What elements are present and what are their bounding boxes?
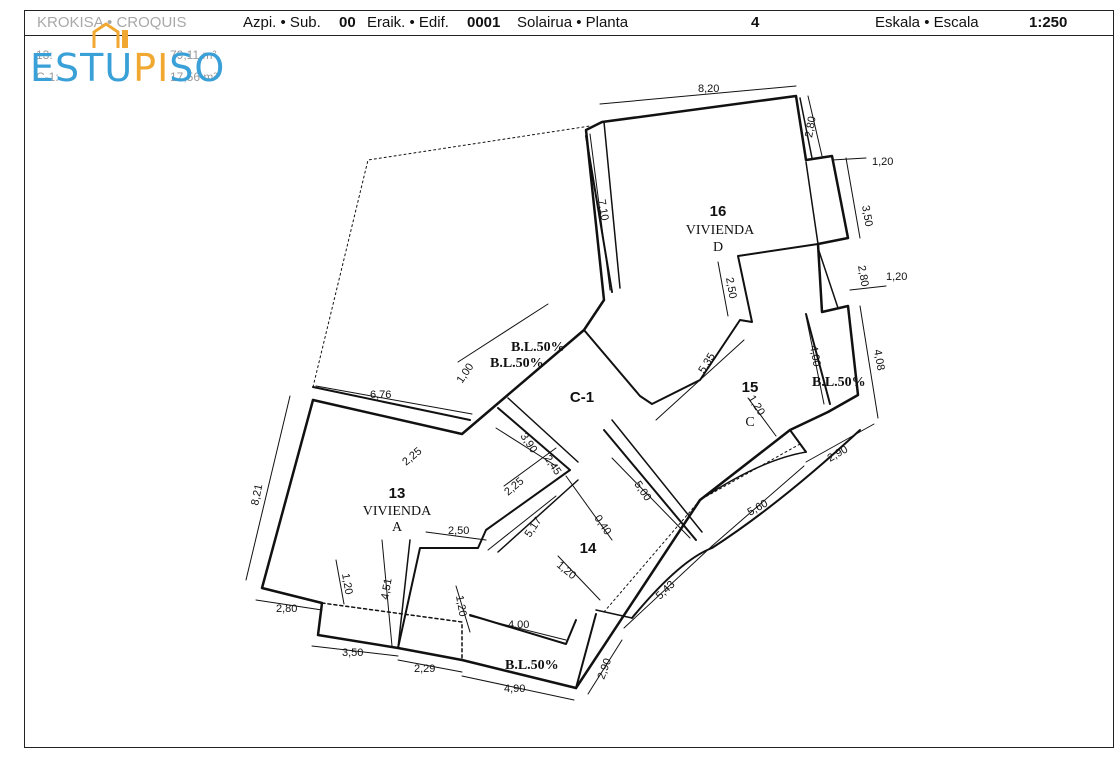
dimension-value-20: 8,21	[249, 483, 265, 506]
curved-facade	[631, 429, 861, 619]
unit-13-number: 13	[389, 485, 406, 502]
dimension-value-34: 4,90	[504, 683, 525, 695]
dimension-value-18: 5,00	[632, 479, 654, 503]
dimension-value-22: 5,17	[523, 515, 545, 539]
dimension-value-6: 1,20	[886, 271, 907, 283]
unit-15-number: 15	[742, 379, 759, 396]
dimension-value-29: 5,43	[654, 579, 678, 603]
wall-c1-west	[497, 407, 571, 471]
unit-15-letter: C	[745, 415, 754, 430]
unit-16-letter: D	[713, 240, 723, 255]
dimension-value-23: 0,40	[592, 513, 614, 537]
unit-14-number: 14	[580, 540, 597, 557]
unit-13-use: VIVIENDA	[363, 504, 432, 519]
balcony-label-3: B.L.50%	[812, 375, 866, 390]
summary-row-c1: C-1: 17,56 m²	[36, 70, 218, 84]
dimension-value-31: 4,00	[508, 619, 529, 631]
scale-label: Eskala • Escala	[875, 14, 979, 31]
scale-value: 1:250	[1029, 14, 1068, 31]
dimension-value-19: 2,90	[826, 443, 851, 464]
dimension-value-10: 5,35	[696, 351, 718, 376]
dimension-value-2: 1,20	[872, 156, 893, 168]
dimension-value-12: 1,00	[455, 361, 477, 385]
dimension-value-17: 2,25	[502, 475, 526, 498]
dimension-value-5: 2,80	[855, 264, 871, 287]
unit-13-letter: A	[392, 520, 403, 535]
dimension-value-27: 1,20	[339, 572, 355, 595]
balcony-label-2: B.L.50%	[490, 356, 544, 371]
floor-value: 4	[751, 14, 760, 31]
dimension-value-9: 4,00	[807, 344, 823, 367]
dimension-value-1: 2,80	[803, 115, 819, 138]
dimension-value-14: 2,25	[400, 445, 424, 468]
unit-16-use: VIVIENDA	[686, 223, 755, 238]
drawing-sheet: KROKISA • CROQUIS Azpi. • Sub. 00 Eraik.…	[24, 10, 1114, 748]
dimension-value-4: 7,10	[595, 198, 611, 221]
outer-wall-south-west	[260, 398, 578, 690]
dimension-value-8: 4,08	[871, 348, 887, 371]
balcony-label-4: B.L.50%	[505, 658, 559, 673]
unit-16-number: 16	[710, 203, 727, 220]
wall-unit13-north	[312, 386, 471, 421]
sub-value: 00	[339, 14, 356, 31]
dimension-value-28: 1,20	[453, 594, 469, 617]
title-block: KROKISA • CROQUIS Azpi. • Sub. 00 Eraik.…	[25, 11, 1113, 36]
wall-unit14-balcony	[469, 614, 577, 645]
dimension-value-13: 6,76	[370, 389, 391, 401]
dimension-value-7: 2,50	[723, 276, 739, 299]
watermark-logo: ESTUPISO	[30, 46, 226, 90]
dimension-lines	[245, 85, 887, 701]
building-label: Eraik. • Edif.	[367, 14, 449, 31]
dimension-value-35: 2,90	[596, 657, 615, 681]
dimension-value-30: 2,80	[276, 603, 297, 615]
outer-wall-north-east	[311, 94, 860, 690]
dimension-value-32: 3,50	[342, 647, 363, 659]
wall-unit13-unit14	[397, 469, 571, 649]
dimension-value-25: 1,20	[554, 559, 578, 582]
unit-c1-number: C-1	[570, 389, 594, 406]
dimension-value-16: 2,45	[542, 453, 564, 477]
dimension-value-0: 8,20	[698, 83, 719, 95]
wall-unit14-north	[603, 429, 697, 541]
dimension-value-33: 2,29	[414, 663, 435, 675]
floor-label: Solairua • Planta	[517, 14, 629, 31]
sub-label: Azpi. • Sub.	[243, 14, 321, 31]
croquis-label: KROKISA • CROQUIS	[37, 14, 187, 31]
dimension-value-3: 3,50	[859, 204, 875, 227]
dimension-value-21: 2,50	[448, 525, 469, 537]
balcony-label-1: B.L.50%	[511, 340, 565, 355]
wall-unit16-partition	[583, 243, 819, 405]
building-value: 0001	[467, 14, 501, 31]
dimension-value-26: 4,51	[379, 577, 395, 600]
summary-row-13: 13: 79,11 m²	[36, 48, 217, 62]
watermark-house-icon	[92, 22, 128, 48]
